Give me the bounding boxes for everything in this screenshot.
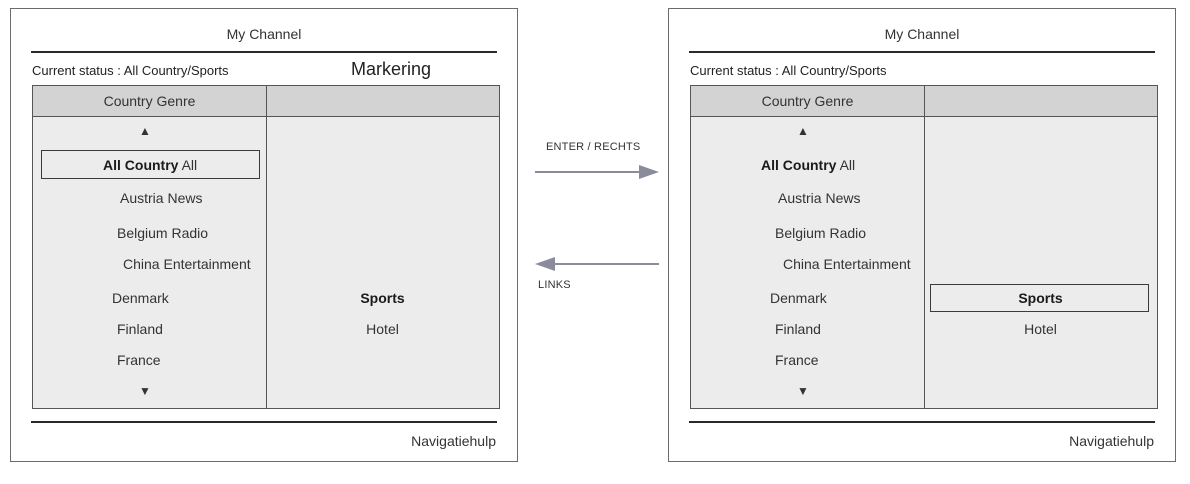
selection-menu: Country Genre ▲ All Country All Austria …	[690, 85, 1158, 409]
country-name: Austria	[778, 190, 822, 206]
genre-header	[266, 86, 499, 117]
scroll-down-icon[interactable]: ▼	[797, 384, 809, 398]
footer-divider	[689, 421, 1155, 423]
title-divider	[31, 51, 497, 53]
navigation-help[interactable]: Navigatiehulp	[411, 433, 496, 449]
country-name: Finland	[117, 321, 163, 337]
country-item-belgium[interactable]: Belgium Radio	[117, 225, 208, 241]
country-name: France	[117, 352, 161, 368]
scroll-up-icon[interactable]: ▲	[797, 124, 809, 138]
enter-right-label: ENTER / RECHTS	[546, 141, 641, 153]
country-genre: News	[167, 190, 203, 206]
genre-item-sports[interactable]: Sports	[360, 290, 405, 306]
navigation-help[interactable]: Navigatiehulp	[1069, 433, 1154, 449]
title-divider	[689, 51, 1155, 53]
country-genre: Radio	[829, 225, 867, 241]
country-name: Austria	[120, 190, 164, 206]
country-item-france[interactable]: France	[775, 352, 819, 368]
marker-label: Markering	[351, 59, 432, 79]
genre-item-sports[interactable]: Sports	[1018, 290, 1063, 306]
country-item-all[interactable]: All Country All	[103, 157, 197, 173]
country-genre: Entertainment	[163, 256, 251, 272]
country-name: France	[775, 352, 819, 368]
selection-highlight	[930, 284, 1149, 312]
country-item-finland[interactable]: Finland	[775, 321, 821, 337]
country-name: China	[123, 256, 160, 272]
country-item-denmark[interactable]: Denmark	[770, 290, 827, 306]
country-item-finland[interactable]: Finland	[117, 321, 163, 337]
screen-title: My Channel	[884, 26, 960, 42]
country-name: China	[783, 256, 820, 272]
column-divider	[266, 86, 267, 408]
country-genre: News	[825, 190, 861, 206]
footer-divider	[31, 421, 497, 423]
selection-menu: Country Genre ▲ All Country All Austria …	[32, 85, 500, 409]
selection-highlight	[41, 150, 260, 179]
current-status: Current status : All Country/Sports	[690, 63, 887, 78]
country-item-all[interactable]: All Country All	[761, 157, 855, 173]
country-genre: Radio	[171, 225, 209, 241]
country-name: Belgium	[775, 225, 826, 241]
screen-title: My Channel	[226, 26, 302, 42]
country-item-austria[interactable]: Austria News	[120, 190, 202, 206]
back-arrow-icon	[535, 257, 659, 271]
country-name: Belgium	[117, 225, 168, 241]
country-name: Denmark	[770, 290, 827, 306]
country-genre-header: Country Genre	[691, 86, 924, 117]
country-genre: All	[839, 157, 856, 173]
country-name: Denmark	[112, 290, 169, 306]
country-item-france[interactable]: France	[117, 352, 161, 368]
genre-header	[924, 86, 1157, 117]
country-item-china[interactable]: China Entertainment	[783, 256, 911, 272]
scroll-down-icon[interactable]: ▼	[139, 384, 151, 398]
country-item-belgium[interactable]: Belgium Radio	[775, 225, 866, 241]
column-divider	[924, 86, 925, 408]
scroll-up-icon[interactable]: ▲	[139, 124, 151, 138]
country-name: All Country	[103, 157, 179, 173]
country-item-austria[interactable]: Austria News	[778, 190, 860, 206]
forward-arrow-icon	[535, 165, 659, 179]
country-item-denmark[interactable]: Denmark	[112, 290, 169, 306]
country-item-china[interactable]: China Entertainment	[123, 256, 251, 272]
country-genre: All	[181, 157, 198, 173]
country-name: All Country	[761, 157, 837, 173]
genre-item-hotel[interactable]: Hotel	[366, 321, 399, 337]
screen-before: My Channel Current status : All Country/…	[10, 8, 518, 462]
genre-item-hotel[interactable]: Hotel	[1024, 321, 1057, 337]
country-genre: Entertainment	[823, 256, 911, 272]
left-label: LINKS	[538, 279, 571, 291]
screen-after: My Channel Current status : All Country/…	[668, 8, 1176, 462]
country-genre-header: Country Genre	[33, 86, 266, 117]
current-status: Current status : All Country/Sports	[32, 63, 229, 78]
country-name: Finland	[775, 321, 821, 337]
